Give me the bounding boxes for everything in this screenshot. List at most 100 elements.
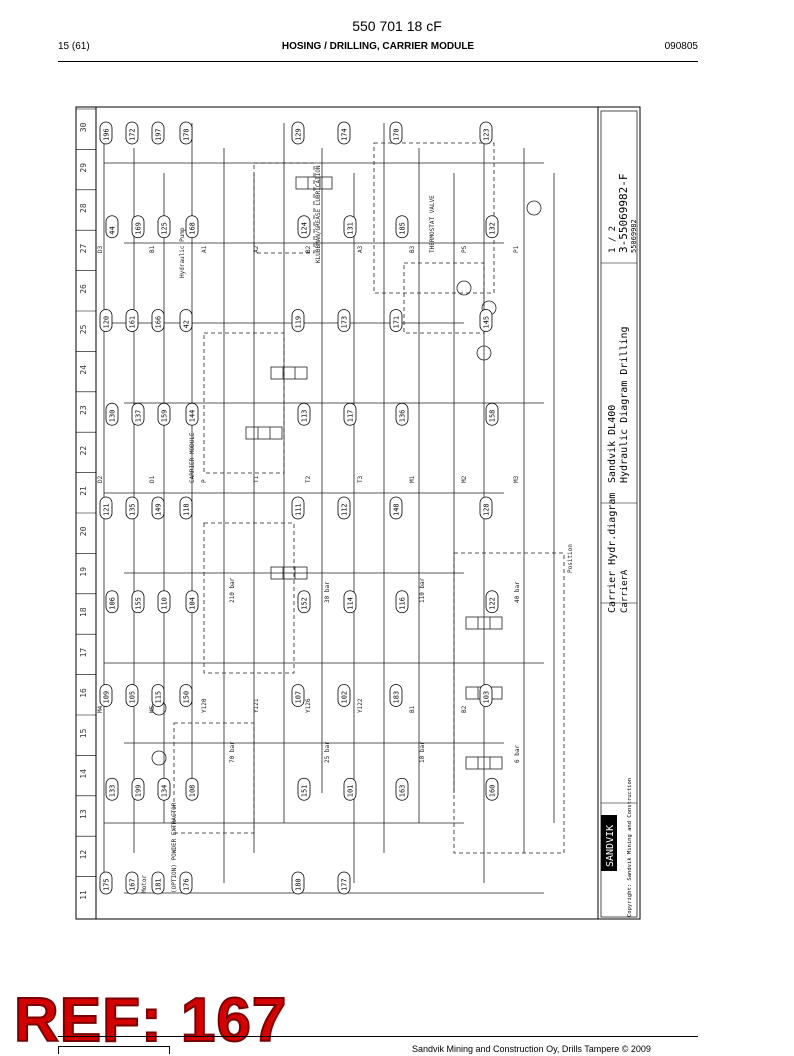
callout-number: 169 — [135, 222, 143, 235]
callout-number: 168 — [189, 222, 197, 235]
callout-number: 171 — [393, 316, 401, 329]
callout-number: 199 — [135, 785, 143, 798]
callout-bubble — [125, 496, 139, 520]
column-number: 18 — [79, 607, 88, 617]
column-number: 24 — [79, 365, 88, 375]
callout-number: 161 — [129, 316, 137, 329]
callout-number: 163 — [399, 785, 407, 798]
callout-number: 125 — [161, 222, 169, 235]
callout-number: 160 — [489, 785, 497, 798]
diagram-annotation: (OPTION) POWDER EXTRACTOR — [171, 802, 178, 893]
callout-number: 148 — [393, 503, 401, 516]
callout-bubble — [185, 402, 199, 426]
callout-bubble — [291, 121, 305, 145]
port-label: A1 — [201, 245, 208, 253]
callout-number: 113 — [301, 410, 309, 423]
footer-text: Sandvik Mining and Construction Oy, Dril… — [412, 1044, 651, 1054]
column-number: 25 — [79, 324, 88, 334]
gauge-symbol — [151, 750, 167, 766]
diagram-annotation: Hydraulic Pump — [179, 227, 186, 278]
callout-bubble — [179, 496, 193, 520]
port-label: T2 — [305, 475, 312, 483]
callout-number: 106 — [109, 597, 117, 610]
port-label: D1 — [149, 475, 156, 483]
callout-bubble — [105, 590, 119, 614]
hydraulic-diagram: 1112131415161718192021222324252627282930… — [75, 106, 641, 920]
callout-number: 102 — [341, 691, 349, 704]
callout-number: 145 — [483, 316, 491, 329]
callout-number: 42 — [183, 320, 191, 328]
valve-symbol — [245, 426, 283, 440]
callout-bubble — [99, 684, 113, 707]
port-label: A3 — [357, 245, 364, 253]
valve-symbol — [270, 366, 308, 380]
callout-number: 174 — [341, 128, 349, 141]
port-label: Y122 — [357, 698, 364, 713]
callout-bubble — [179, 684, 193, 707]
titleblock-carrier: CarrierA — [620, 569, 630, 613]
date-code: 090805 — [664, 41, 698, 52]
callout-bubble — [105, 402, 119, 426]
callout-number: 155 — [135, 597, 143, 610]
column-number: 23 — [79, 405, 88, 415]
pressure-label: 30 bar — [324, 581, 331, 603]
pressure-label: 210 bar — [229, 577, 236, 603]
callout-number: 159 — [161, 410, 169, 423]
callout-bubble — [99, 496, 113, 520]
callout-number: 105 — [129, 691, 137, 704]
callout-bubble — [131, 590, 145, 614]
diagram-annotation: Motor — [141, 875, 148, 893]
callout-bubble — [343, 215, 357, 239]
callout-number: 117 — [347, 410, 355, 423]
callout-bubble — [395, 590, 409, 614]
titleblock-doc-ref: 55069982 — [630, 219, 638, 253]
callout-number: 103 — [483, 691, 491, 704]
callout-number: 108 — [189, 785, 197, 798]
callout-number: 119 — [295, 316, 303, 329]
callout-bubble — [485, 590, 499, 614]
callout-bubble — [337, 684, 351, 707]
brand-logo: SANDVIK — [605, 825, 616, 867]
callout-bubble — [291, 871, 305, 895]
port-label: M2 — [461, 475, 468, 483]
titleblock-copyright: Copyright: Sandvik Mining and Constructi… — [627, 778, 633, 917]
callout-bubble — [337, 496, 351, 520]
title-block: Sandvik DL400 Hydraulic Diagram Drilling… — [600, 110, 638, 918]
callout-bubble — [185, 215, 199, 239]
port-label: Y121 — [253, 698, 260, 713]
column-number: 29 — [79, 163, 88, 173]
callout-number: 118 — [183, 503, 191, 516]
port-label: T3 — [357, 475, 364, 483]
callout-bubble — [291, 684, 305, 707]
column-number: 27 — [79, 244, 88, 254]
callout-bubble — [125, 309, 139, 332]
callout-number: 158 — [489, 410, 497, 423]
callout-number: 178 — [183, 128, 191, 141]
callout-bubble — [99, 871, 113, 895]
valve-symbol — [465, 756, 503, 770]
callout-bubble — [157, 402, 171, 426]
callout-number: 197 — [155, 128, 163, 141]
callout-number: 185 — [399, 222, 407, 235]
callout-bubble — [485, 777, 499, 801]
diagram-annotation: KLUBBMAN/GREASE LUBRICATION — [315, 165, 322, 263]
callout-bubble — [343, 777, 357, 801]
callout-bubble — [105, 777, 119, 801]
callout-bubble — [151, 121, 165, 145]
module-boundary — [173, 722, 255, 834]
callout-bubble — [337, 309, 351, 332]
callout-bubble — [157, 777, 171, 801]
port-label: M3 — [513, 475, 520, 483]
callout-bubble — [179, 309, 193, 332]
callout-number: 132 — [489, 222, 497, 235]
port-label: D3 — [97, 245, 104, 253]
callout-bubble — [291, 496, 305, 520]
diagram-annotation: THERMOSTAT VALVE — [429, 195, 436, 253]
callout-number: 121 — [103, 503, 111, 516]
footer-logo — [58, 1046, 170, 1054]
callout-number: 124 — [301, 222, 309, 235]
port-label: M4 — [97, 705, 104, 713]
callout-number: 129 — [295, 128, 303, 141]
callout-bubble — [389, 684, 403, 707]
callout-bubble — [479, 121, 493, 145]
